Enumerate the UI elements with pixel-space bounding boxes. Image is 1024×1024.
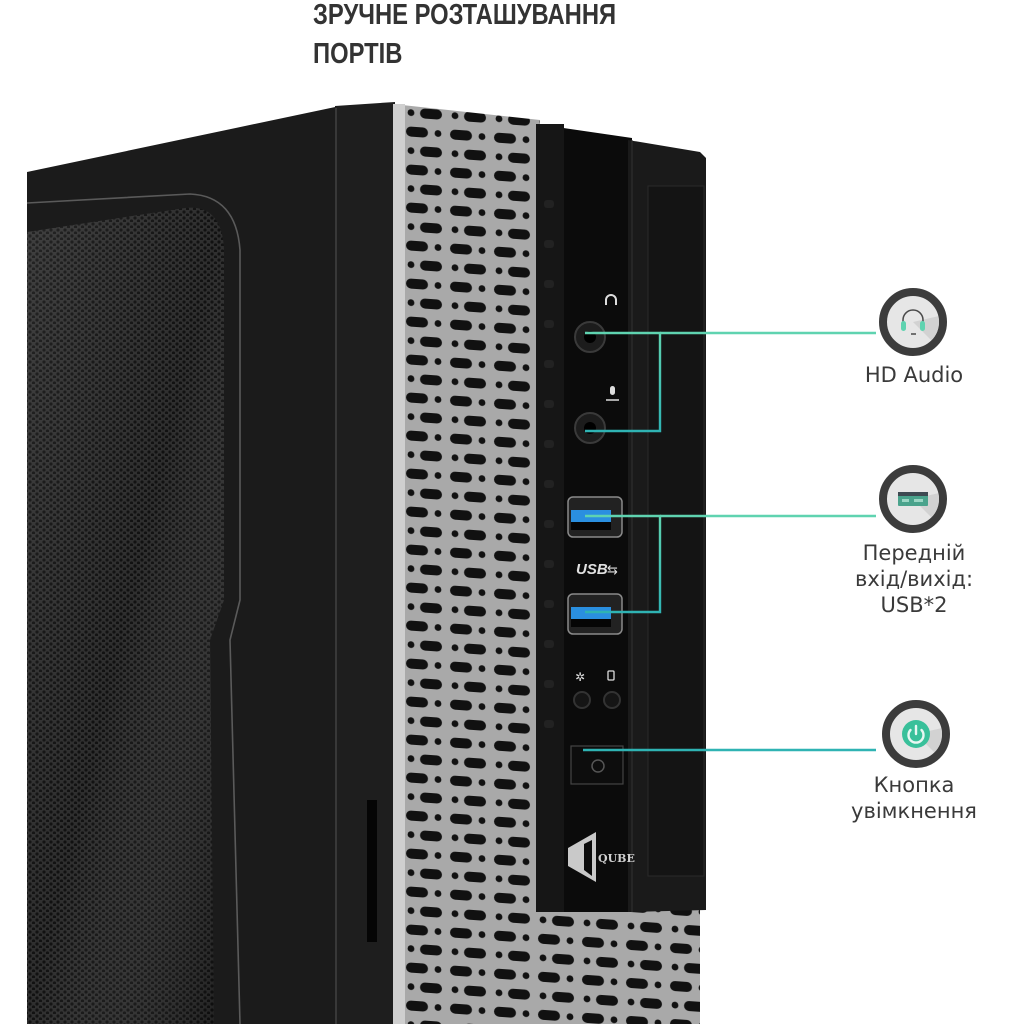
svg-text:✲: ✲ [575, 670, 585, 684]
power-button-hw [570, 745, 624, 785]
status-leds: ✲ [573, 670, 621, 709]
callout-lines [583, 331, 876, 752]
qube-logo: QUBE [568, 832, 635, 882]
power-icon [882, 700, 950, 768]
usb-port-icon [879, 465, 947, 533]
title-line-2: ПОРТІВ [313, 38, 403, 70]
headphone-jack [574, 294, 617, 353]
svg-text:⇆: ⇆ [607, 563, 618, 578]
page-title: ЗРУЧНЕ РОЗТАШУВАННЯ ПОРТІВ [313, 0, 641, 74]
callout-usb-label: Передній вхід/вихід: USB*2 [854, 541, 974, 617]
headphones-icon [879, 288, 947, 356]
svg-text:QUBE: QUBE [598, 852, 635, 865]
usb-label: USB [576, 561, 608, 578]
usb-port-2 [567, 593, 623, 635]
callout-power-label: Кнопка увімкнення [851, 773, 977, 823]
perforated-front [393, 104, 540, 1024]
title-line-1: ЗРУЧНЕ РОЗТАШУВАННЯ [313, 0, 617, 31]
callout-audio-label: HD Audio [864, 363, 964, 387]
